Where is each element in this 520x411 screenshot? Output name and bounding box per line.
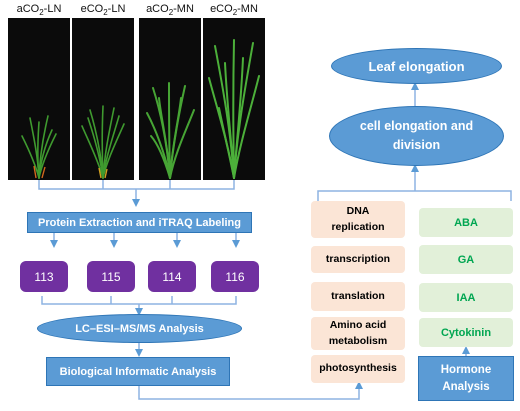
process-amino-acid-metabolism: Amino acid metabolism — [311, 317, 405, 350]
leaf-elongation-ellipse: Leaf elongation — [331, 48, 502, 84]
labels-bracket — [41, 296, 237, 305]
plant-photo-eco2-mn — [203, 18, 265, 180]
process-dna-replication: DNA replication — [311, 201, 405, 238]
process-transcription: transcription — [311, 246, 405, 273]
cell-elongation-ellipse: cell elongation and division — [329, 106, 504, 166]
itraq-label-115: 115 — [87, 261, 135, 292]
plant-photo-alco2-mn — [139, 18, 201, 180]
plant-bracket — [38, 180, 235, 190]
process-bracket — [317, 190, 512, 201]
plant-photo-eco2-ln — [72, 18, 134, 180]
itraq-label-113: 113 — [20, 261, 68, 292]
hormone-ga: GA — [419, 245, 513, 274]
bioinfo-to-process-arrow — [138, 381, 363, 400]
hormone-aba: ABA — [419, 208, 513, 237]
process-translation: translation — [311, 282, 405, 311]
bioinformatic-analysis-box: Biological Informatic Analysis — [46, 357, 230, 386]
plant-label-alco2-ln: aCO2-LN — [16, 3, 62, 18]
plant-photo-alco2-ln — [8, 18, 70, 180]
plant-label-eco2-ln: eCO2-LN — [80, 3, 126, 18]
plant-label-alco2-mn: aCO2-MN — [146, 3, 194, 18]
process-photosynthesis: photosynthesis — [311, 355, 405, 383]
hormone-analysis-box: Hormone Analysis — [418, 356, 514, 401]
protein-extraction-box: Protein Extraction and iTRAQ Labeling — [27, 212, 252, 233]
itraq-label-114: 114 — [148, 261, 196, 292]
hormone-iaa: IAA — [419, 283, 513, 312]
itraq-label-116: 116 — [211, 261, 259, 292]
hormone-cytokinin: Cytokinin — [419, 318, 513, 347]
plant-label-eco2-mn: eCO2-MN — [210, 3, 258, 18]
lc-ms-analysis-ellipse: LC–ESI–MS/MS Analysis — [37, 314, 242, 343]
